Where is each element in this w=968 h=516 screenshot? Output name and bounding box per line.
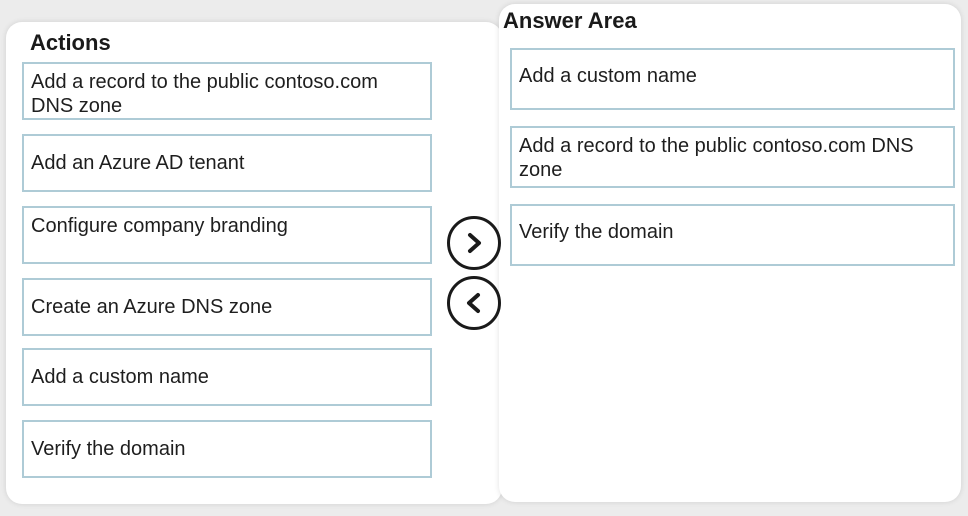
action-item-verify-domain[interactable]: Verify the domain bbox=[22, 420, 432, 478]
action-item-add-azure-ad-tenant[interactable]: Add an Azure AD tenant bbox=[22, 134, 432, 192]
actions-panel: Actions Add a record to the public conto… bbox=[6, 22, 502, 504]
answer-item-label: Verify the domain bbox=[519, 221, 674, 243]
answer-item-label: Add a record to the public contoso.com D… bbox=[519, 135, 914, 181]
action-item-add-dns-record[interactable]: Add a record to the public contoso.com D… bbox=[22, 62, 432, 120]
move-right-button[interactable] bbox=[447, 216, 501, 270]
answer-item-label: Add a custom name bbox=[519, 65, 697, 87]
chevron-right-icon bbox=[468, 233, 481, 253]
action-item-label: Add a record to the public contoso.com D… bbox=[31, 71, 378, 117]
action-item-label: Create an Azure DNS zone bbox=[31, 296, 273, 318]
action-item-create-azure-dns-zone[interactable]: Create an Azure DNS zone bbox=[22, 278, 432, 336]
action-item-label: Add an Azure AD tenant bbox=[31, 152, 245, 174]
answer-area-heading: Answer Area bbox=[503, 8, 637, 33]
action-item-configure-branding[interactable]: Configure company branding bbox=[22, 206, 432, 264]
action-item-label: Add a custom name bbox=[31, 366, 209, 388]
answer-item-verify-domain[interactable]: Verify the domain bbox=[510, 204, 955, 266]
action-item-add-custom-name[interactable]: Add a custom name bbox=[22, 348, 432, 406]
chevron-left-icon bbox=[467, 293, 480, 313]
move-left-button[interactable] bbox=[447, 276, 501, 330]
answer-item-add-custom-name[interactable]: Add a custom name bbox=[510, 48, 955, 110]
answer-item-add-dns-record[interactable]: Add a record to the public contoso.com D… bbox=[510, 126, 955, 188]
action-item-label: Configure company branding bbox=[31, 215, 288, 237]
action-item-label: Verify the domain bbox=[31, 438, 186, 460]
answer-area-panel: Answer Area Add a custom name Add a reco… bbox=[499, 4, 961, 502]
actions-heading: Actions bbox=[30, 30, 111, 55]
